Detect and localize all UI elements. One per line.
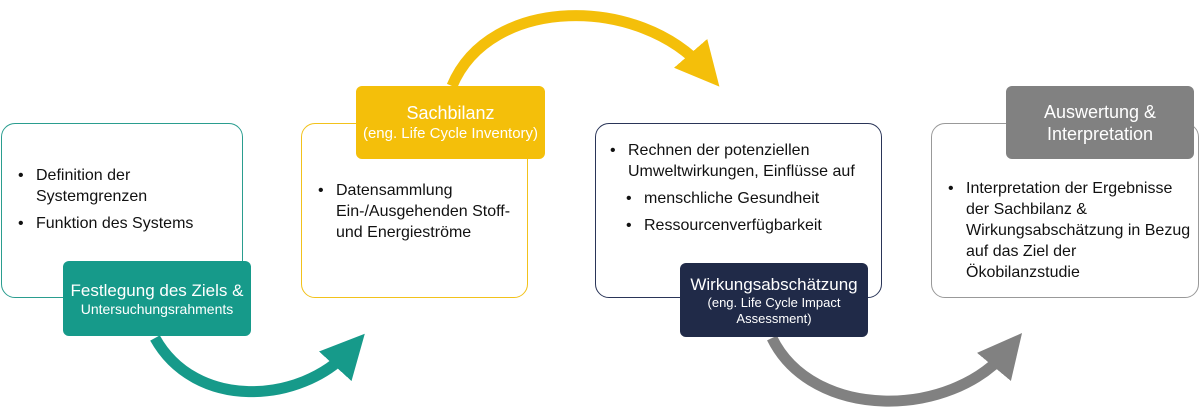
step-3-label: Wirkungsabschätzung (eng. Life Cycle Imp… [680, 263, 868, 337]
step-4-bullets: Interpretation der Ergebnisse der Sachbi… [948, 178, 1193, 289]
step-2-subtitle: (eng. Life Cycle Inventory) [362, 125, 539, 142]
step-3-bullets: Rechnen der potenziellen Umweltwirkungen… [610, 140, 875, 242]
sub-bullet-item: Ressourcenverfügbarkeit [610, 215, 875, 236]
step-1-label: Festlegung des Ziels & Untersuchungsrahm… [63, 261, 251, 336]
step-2-label: Sachbilanz (eng. Life Cycle Inventory) [356, 86, 545, 159]
step-4-label: Auswertung & Interpretation [1006, 86, 1194, 159]
bullet-item: Datensammlung Ein-/Ausgehenden Stoff- un… [318, 180, 523, 243]
sub-bullet-item: menschliche Gesundheit [610, 188, 875, 209]
step-3-subtitle: (eng. Life Cycle Impact Assessment) [707, 294, 841, 326]
step-1-subtitle: Untersuchungsrahments [80, 300, 234, 317]
step-4-title: Auswertung & Interpretation [1043, 101, 1157, 144]
bullet-item: Definition der Systemgrenzen [18, 165, 233, 207]
arrow-yellow [446, 10, 720, 89]
step-1-bullets: Definition der Systemgrenzen Funktion de… [18, 165, 233, 240]
arrow-teal [150, 333, 365, 398]
step-2-bullets: Datensammlung Ein-/Ausgehenden Stoff- un… [318, 180, 523, 249]
bullet-item: Funktion des Systems [18, 213, 233, 234]
bullet-item: Interpretation der Ergebnisse der Sachbi… [948, 178, 1193, 283]
step-3-title: Wirkungsabschätzung [690, 274, 858, 294]
step-2-title: Sachbilanz [406, 103, 495, 123]
arrow-gray [767, 333, 1023, 407]
bullet-item: Rechnen der potenziellen Umweltwirkungen… [610, 140, 875, 182]
step-1-title: Festlegung des Ziels & [70, 280, 244, 300]
